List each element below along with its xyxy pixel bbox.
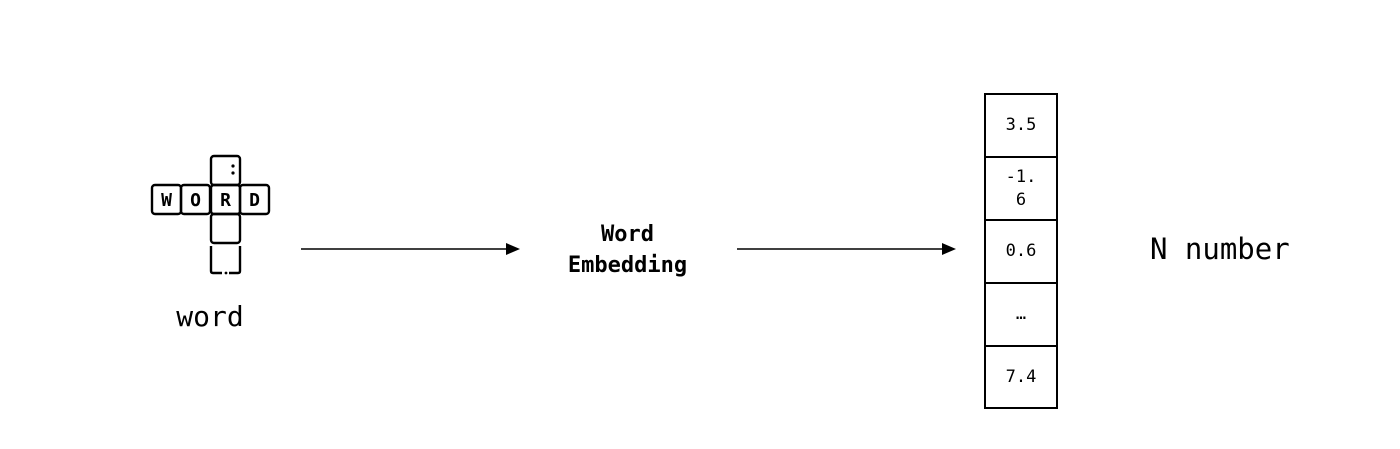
vector-cell-value: … (1015, 304, 1027, 324)
vector-cell-value: 3.5 (1005, 115, 1037, 135)
vector-cell-value: 7.4 (1005, 366, 1037, 387)
n-number-label: N number (1150, 232, 1290, 266)
tile-letter-o: O (190, 190, 201, 211)
arrow-to-embedding (301, 243, 520, 255)
embedding-vector: 3.5 -1.6 0.6 … 7.4 (984, 93, 1058, 409)
vector-cell: … (986, 284, 1056, 347)
tile-letter-w: W (161, 190, 172, 211)
word-tiles-icon: W O R D (150, 154, 271, 275)
input-word-label: word (176, 300, 244, 333)
vector-cell-value: -1.6 (1005, 166, 1037, 210)
vector-cell: 7.4 (986, 347, 1056, 407)
tile-letter-d: D (249, 190, 260, 211)
arrow-to-vector (737, 243, 956, 255)
embedding-label-line1: Word (601, 222, 654, 247)
vector-cell: 0.6 (986, 221, 1056, 284)
vector-cell: 3.5 (986, 95, 1056, 158)
word-embedding-label: Word Embedding (540, 219, 715, 281)
embedding-label-line2: Embedding (567, 253, 688, 278)
tile-letter-r: R (220, 190, 231, 211)
vector-cell: -1.6 (986, 158, 1056, 221)
vector-cell-value: 0.6 (1005, 241, 1037, 261)
